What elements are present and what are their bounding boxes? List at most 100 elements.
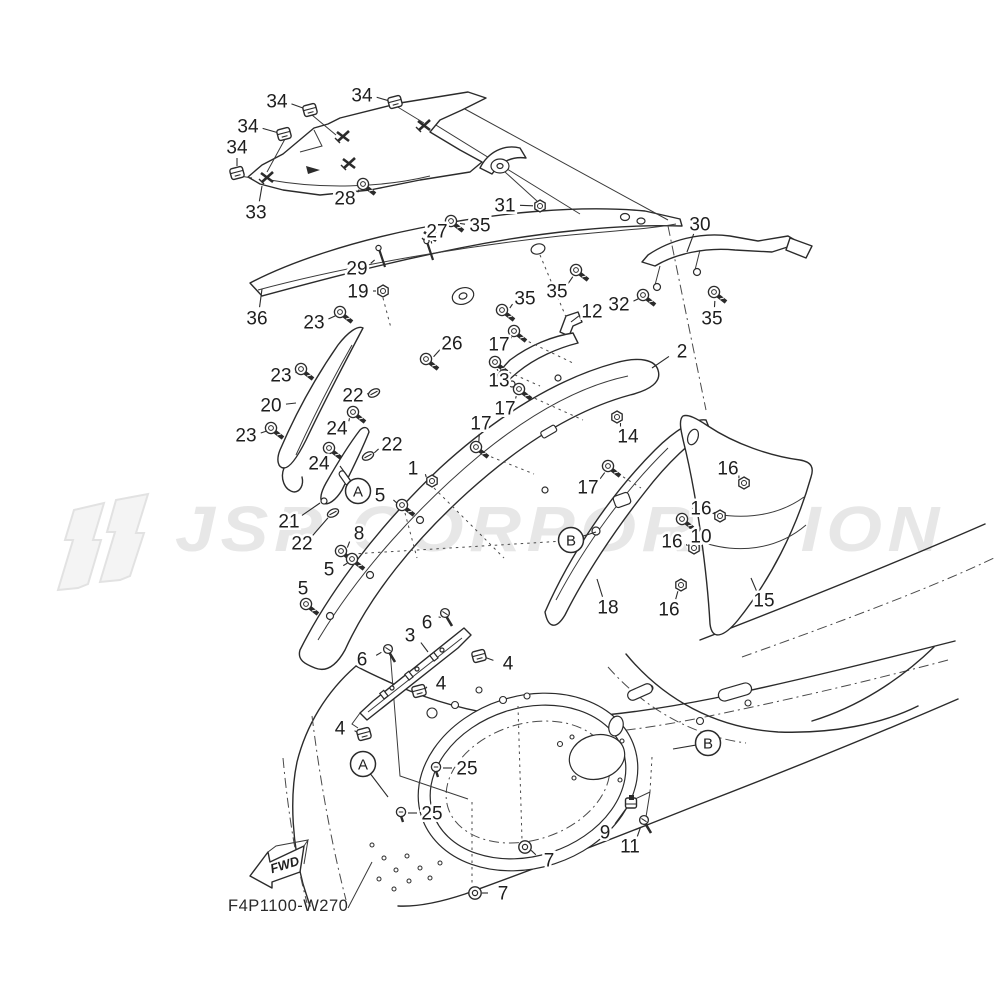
part-label-22: 22 [291,534,312,555]
part-label-23: 23 [303,313,324,334]
leader-line-35 [509,303,513,309]
deck-slot-1 [717,682,753,702]
side-cover-2 [298,358,660,671]
fastener-bolt-icon [334,306,352,322]
part-label-24: 24 [308,454,330,475]
part-label-2: 2 [677,342,688,363]
leader-line-17 [509,336,512,339]
gunwale-line [699,523,986,641]
part-label-5: 5 [298,579,309,600]
part-label-4: 4 [436,674,447,695]
fastener-bolt-icon [508,325,526,341]
leader-line-17 [598,472,606,481]
leader-line-4 [425,686,428,689]
bracket-12 [493,311,583,390]
fastener-washer-icon [518,840,532,854]
leader-line-16 [675,591,679,600]
part-label-14: 14 [617,427,639,448]
diagram-code: F4P1100-W270 [228,897,348,915]
leader-line-9 [614,807,627,825]
leader-line-7 [530,849,537,856]
hull-hatch-line [347,861,373,909]
clamp-link-lines [634,791,651,818]
part-label-29: 29 [346,259,367,280]
part-label-25: 25 [456,759,477,780]
leader-line-4 [485,657,494,661]
part-label-35: 35 [469,216,490,237]
part-label-28: 28 [334,189,355,210]
hull-left-phantom [311,715,347,901]
assembly-lines [351,171,707,559]
watermark: JSP CORPORATION [56,492,945,592]
fastener-bolt-icon [637,289,655,305]
fastener-nut-icon [611,410,623,424]
watermark-logo-glyph-2 [98,492,150,584]
leader-line-28 [357,189,360,193]
part-label-16: 16 [717,459,738,480]
fastener-cnut-icon [355,726,373,742]
part-label-34: 34 [226,138,248,159]
ref-circle-A [344,477,372,505]
fastener-nut-icon [377,284,389,298]
leader-line-15 [750,577,757,591]
part-label-33: 33 [245,203,266,224]
ref-letter-B: B [566,533,576,550]
leader-line-26 [433,349,441,358]
fastener-bolt-icon [295,363,313,379]
leader-line-34 [262,127,278,134]
part-label-30: 30 [689,215,710,236]
panel-arrow-mark [306,166,320,174]
leader-line-20 [285,402,297,405]
leader-line-35 [459,222,466,225]
part-label-13: 13 [488,371,509,392]
fastener-nut-icon [714,509,726,523]
gunwale-line-2 [741,556,997,658]
ref-leader-B [672,744,696,750]
fastener-cnut-icon [275,126,293,142]
part-label-17: 17 [577,478,598,499]
speaker-oval [568,733,626,781]
part-label-5: 5 [324,560,335,581]
ref-circle-B [694,729,722,757]
part-label-32: 32 [608,295,629,316]
leader-line-6 [375,651,382,656]
deck-slot-2 [627,683,653,701]
part-label-26: 26 [441,334,462,355]
cover2-vent [540,424,558,439]
part-label-17: 17 [494,399,515,420]
leader-line-18 [596,578,604,597]
leader-line-1 [424,474,427,478]
fastener-grommet-icon [395,806,407,824]
fastener-cnut-icon [301,102,319,118]
leader-line-34 [291,103,304,109]
clip-mount-lines [239,105,425,179]
part-label-36: 36 [246,309,267,330]
leader-line-22 [373,448,379,454]
part-label-22: 22 [342,386,363,407]
part-label-8: 8 [354,524,365,545]
dotted-drop-3 [649,756,653,793]
leader-line-6 [438,616,441,619]
part-label-4: 4 [503,654,514,675]
fastener-screw-icon [382,643,397,664]
fastener-nut-icon [675,578,687,592]
top-cover-panel [239,91,669,221]
hull-left-phantom-2 [282,757,308,904]
part-label-34: 34 [237,117,259,138]
hull-fork-a [625,653,919,733]
part-label-7: 7 [498,884,509,905]
ref-letter-A: A [353,484,363,501]
leader-line-8 [346,541,351,548]
fastener-bolt-icon [300,598,318,614]
part-label-17: 17 [488,335,509,356]
ref-circle-A [349,750,377,778]
part-label-9: 9 [600,823,611,844]
fastener-clip-icon [366,386,382,400]
watermark-text: JSP CORPORATION [175,493,945,565]
side-panel-15 [679,414,813,636]
part-label-5: 5 [375,486,386,507]
fastener-cnut-icon [228,165,246,181]
part-label-15: 15 [753,591,774,612]
